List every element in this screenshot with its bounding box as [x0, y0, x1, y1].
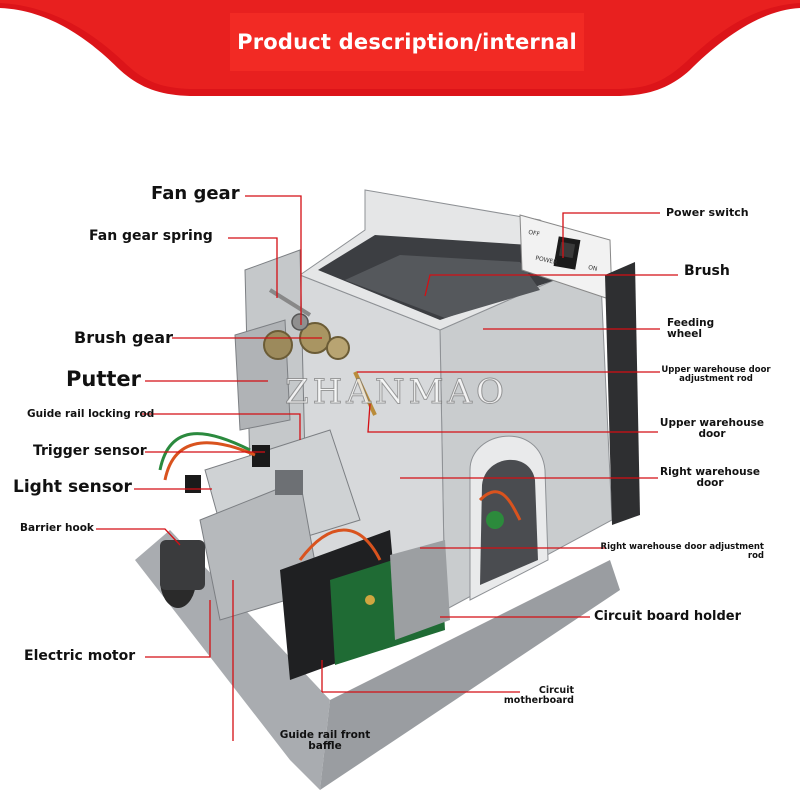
label-trigger-sensor: Trigger sensor [33, 443, 147, 459]
label-circuit-motherboard: Circuit motherboard [490, 686, 574, 706]
leader-fan-gear [245, 195, 302, 325]
watermark-text: ZHANMAO [285, 372, 508, 413]
label-brush-gear: Brush gear [74, 328, 173, 347]
leader-fan-gear-spring [228, 237, 278, 298]
label-right-door-line2: door [696, 477, 724, 490]
label-right-door-adj-line2: rod [747, 550, 764, 561]
label-upper-door-adj-line1: Upper warehouse door [661, 365, 771, 375]
leader-barrier-hook [96, 528, 181, 546]
label-light-sensor: Light sensor [13, 477, 132, 497]
label-electric-motor: Electric motor [24, 648, 136, 664]
page-title: Product description/internal [237, 30, 577, 54]
label-circuit-motherboard-line1: Circuit [538, 685, 574, 696]
label-circuit-motherboard-line2: motherboard [503, 694, 574, 706]
leader-guide-rail-locking-rod [142, 413, 301, 440]
label-putter: Putter [66, 367, 142, 391]
label-guide-rail-locking-rod: Guide rail locking rod [27, 408, 155, 420]
label-right-warehouse-door: Right warehouse door [655, 466, 765, 490]
label-guide-rail-front-baffle: Guide rail front baffle [270, 729, 380, 753]
label-upper-door-adj-line2: adjustment rod [679, 373, 753, 384]
header-banner [0, 0, 800, 96]
label-fan-gear: Fan gear [151, 183, 240, 204]
leader-power-switch [562, 212, 660, 258]
label-guide-rail-front-baffle-line2: baffle [308, 740, 342, 753]
label-upper-warehouse-door-adjustment-rod: Upper warehouse door adjustment rod [660, 366, 772, 384]
label-upper-warehouse-door: Upper warehouse door [657, 417, 767, 441]
label-circuit-board-holder: Circuit board holder [594, 609, 741, 624]
label-right-door-adjustment-rod: Right warehouse door adjustment rod [600, 543, 764, 561]
label-fan-gear-spring: Fan gear spring [89, 228, 213, 244]
leader-upper-door [367, 403, 658, 433]
label-feeding-wheel-line2: wheel [667, 328, 703, 341]
label-brush: Brush [684, 263, 730, 279]
label-right-door-line1: Right warehouse [660, 466, 760, 478]
label-right-door-adj-line1: Right warehouse door adjustment [600, 542, 764, 552]
label-power-switch: Power switch [666, 206, 749, 219]
label-upper-door-line2: door [698, 428, 726, 441]
leader-electric-motor [145, 600, 211, 658]
label-feeding-wheel-line1: Feeding [667, 317, 715, 329]
leader-brush [424, 274, 678, 297]
label-barrier-hook: Barrier hook [20, 522, 94, 534]
label-upper-door-line1: Upper warehouse [659, 417, 765, 429]
label-guide-rail-front-baffle-line1: Guide rail front [279, 729, 371, 741]
label-feeding-wheel: Feeding wheel [667, 317, 715, 341]
